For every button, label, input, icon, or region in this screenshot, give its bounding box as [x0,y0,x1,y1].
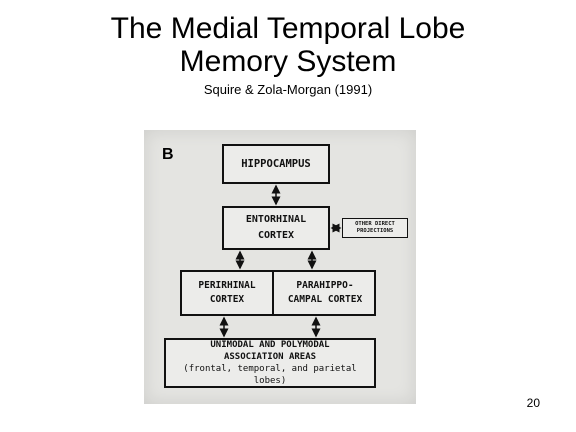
entorhinal-label-line1: ENTORHINAL [245,214,307,225]
perirhinal-cortex-cell: PERIRHINAL CORTEX [182,272,272,314]
parahippo-label-line2: CAMPAL CORTEX [287,294,363,305]
hippocampus-label: HIPPOCAMPUS [241,158,311,170]
slide-subtitle: Squire & Zola-Morgan (1991) [203,82,373,97]
association-areas-box: UNIMODAL AND POLYMODAL ASSOCIATION AREAS… [164,338,376,388]
perirhinal-parahippocampal-box: PERIRHINAL CORTEX PARAHIPPO- CAMPAL CORT… [180,270,376,316]
hippocampus-box: HIPPOCAMPUS [222,144,330,184]
assoc-label-line3: (frontal, temporal, and parietal lobes) [183,364,357,386]
slide-title-line1: The Medial Temporal Lobe [110,12,466,45]
diagram-arrows [219,184,342,338]
assoc-label-line2: ASSOCIATION AREAS [223,352,317,362]
memory-system-diagram: B HIPPOCAMPUS ENTORHINAL CORTEX OTHER DI… [144,130,416,404]
parahippo-label-line1: PARAHIPPO- [296,280,354,291]
panel-label: B [162,146,174,163]
perirhinal-label-line1: PERIRHINAL [198,280,256,291]
other-label-line1: OTHER DIRECT [355,221,395,227]
other-projections-box: OTHER DIRECT PROJECTIONS [342,218,408,238]
entorhinal-cortex-box: ENTORHINAL CORTEX [222,206,330,250]
slide-title-line2: Memory System [179,45,397,78]
parahippocampal-cortex-cell: PARAHIPPO- CAMPAL CORTEX [272,272,376,314]
perirhinal-label-line2: CORTEX [209,294,245,305]
assoc-label-line1: UNIMODAL AND POLYMODAL [210,340,330,350]
slide-number: 20 [526,396,540,410]
entorhinal-label-line2: CORTEX [257,230,295,241]
other-label-line2: PROJECTIONS [356,228,394,234]
